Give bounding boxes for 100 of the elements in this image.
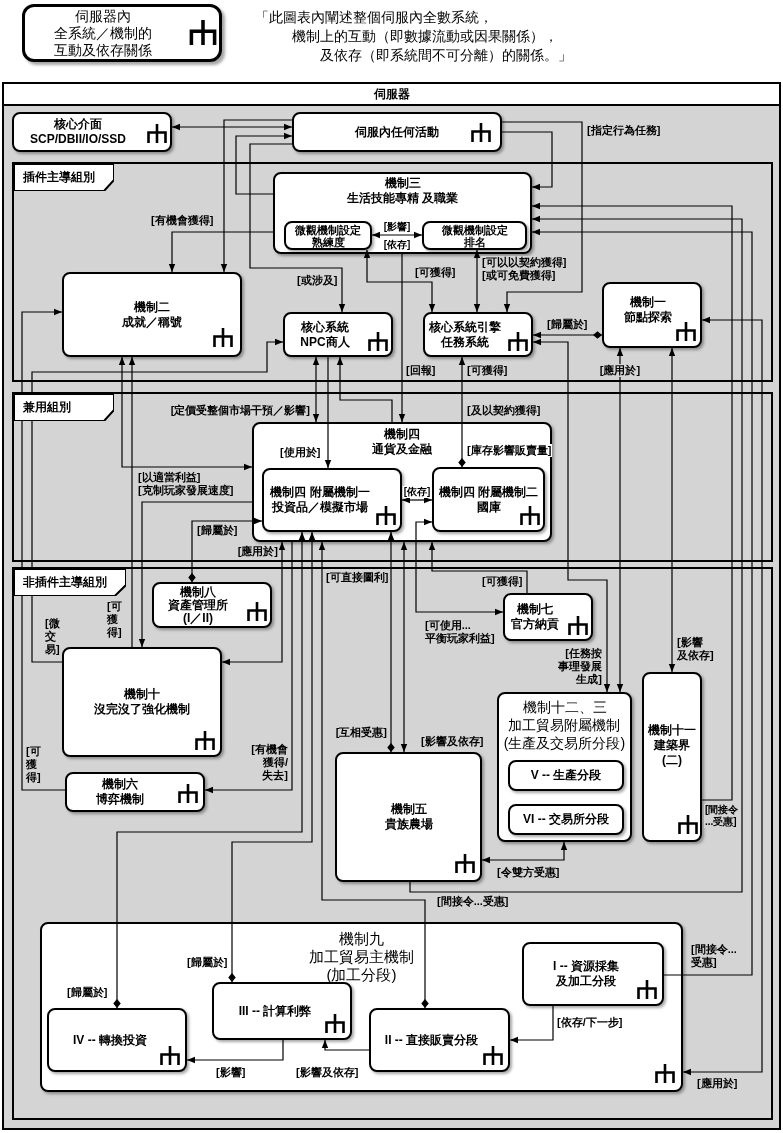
double-arrow [473, 249, 481, 313]
node-text: NPC商人 [300, 334, 350, 350]
container-box [40, 922, 683, 1092]
note-text: [及以契約獲得] [466, 404, 542, 417]
node-title: 機制十一 [648, 722, 696, 738]
arrow [138, 501, 253, 648]
double-arrow [682, 316, 763, 1076]
arrow [458, 356, 466, 468]
edge-label: [令雙方受惠] [496, 866, 561, 879]
edge-label: [可獲得] [481, 575, 524, 588]
arrow [324, 356, 332, 469]
node-title: 機制九 [339, 930, 384, 948]
rounded-box [432, 467, 545, 532]
edge-label: [可獲得] [106, 600, 123, 639]
node-text: 資產管理所(I／II) [168, 598, 228, 625]
node-title: 機制六 [102, 777, 138, 792]
quote-text: 「此圖表內闡述整個伺服內全數系統，機制上的互動（即數據流動或因果關係），及依存（即系統間不可分離）的關係。」 [255, 8, 572, 65]
server-frame [2, 82, 781, 1130]
double-arrow [532, 338, 611, 693]
arrow [186, 1039, 284, 1064]
node-title: 機制五 [390, 802, 427, 817]
double-arrow [668, 347, 676, 673]
rounded-box [65, 772, 205, 812]
rounded-box [284, 221, 372, 250]
double-arrow [415, 518, 504, 616]
node-text: IV -- 轉換投資 [73, 1032, 147, 1048]
group-panel [12, 567, 773, 1120]
node-title: 核心系統引擎 [429, 319, 501, 335]
node-title: 核心介面 [54, 117, 102, 132]
edge-label: [以適當利益][克制玩家發展速度] [137, 471, 235, 497]
double-arrow [363, 249, 436, 313]
edge-label: [或涉及] [296, 274, 339, 287]
node-title: 機制十 [124, 687, 160, 702]
edge-label: [影響] [215, 1066, 247, 1079]
arrow [21, 308, 66, 791]
group-panel [12, 162, 773, 382]
double-arrow [400, 541, 408, 753]
node-text: SCP/DBII/IO/SSD [30, 132, 126, 147]
arrow [235, 132, 293, 195]
double-arrow [221, 541, 286, 666]
edge-label: [回報] [405, 364, 437, 377]
double-arrow [616, 347, 624, 693]
arrow [531, 202, 733, 801]
node-title: 機制四 附屬機制一 [270, 485, 370, 500]
edge-label: [指定行為任務] [586, 124, 662, 137]
rounded-box [508, 760, 624, 791]
edge-label: [可以以契約獲得][或可免費獲得] [481, 256, 568, 282]
arrow [220, 119, 293, 273]
node-text: VI -- 交易所分段 [523, 812, 609, 827]
group-tab: 插件主導組別 [14, 164, 114, 191]
node-title: 核心系統 [301, 319, 349, 335]
arrow [128, 356, 136, 648]
arrow [398, 253, 406, 423]
node-title: 機制十二、三 [522, 698, 607, 716]
edge-label: [歸屬於] [186, 956, 229, 969]
node-text: 伺服內任何活動 [355, 124, 439, 140]
node-text: 通貨及金融 [372, 442, 432, 457]
double-arrow [481, 841, 568, 864]
rounded-box [369, 1008, 510, 1072]
arrow [249, 143, 346, 313]
rounded-box [522, 942, 664, 1006]
arrow [501, 131, 553, 191]
rounded-box [292, 112, 502, 152]
rounded-box [62, 272, 242, 357]
arrow [387, 531, 395, 753]
node-text: 博弈機制 [96, 792, 144, 807]
group-tab: 兼用組別 [14, 394, 114, 421]
node-text: I -- 資源採集及加工分段 [553, 959, 619, 989]
node-text: 建築界(二) [654, 737, 690, 768]
double-arrow [118, 356, 253, 471]
edge-label: [定價受整個市場干預／影響] [169, 404, 311, 417]
node-title: 微觀機制設定 [295, 223, 361, 236]
arrow [113, 531, 306, 1009]
arrow [428, 541, 528, 594]
node-text: 沒完沒了強化機制 [94, 702, 190, 717]
rounded-box [212, 982, 352, 1040]
rounded-box [602, 282, 702, 348]
edge-label: [互相受惠] [334, 726, 388, 739]
node-text: 任務系統 [441, 334, 489, 350]
rounded-box [503, 593, 593, 641]
arrow [531, 228, 753, 976]
rounded-box [423, 312, 533, 357]
arrow [318, 541, 429, 1009]
node-title: 機制八 [180, 585, 216, 599]
arrow [336, 356, 393, 423]
rounded-box [642, 672, 702, 842]
arrow [509, 1005, 554, 1044]
node-text: II -- 直接販賣分段 [384, 1032, 479, 1048]
rounded-box [422, 221, 527, 250]
edge-label: [可使用...平衡玩家利益] [424, 619, 496, 645]
rounded-box [47, 1008, 187, 1072]
edge-label: [應用於] [598, 364, 642, 377]
container-box [497, 692, 632, 842]
node-text: 排名 [463, 235, 486, 248]
edge-label: [影響及依存] [295, 1066, 360, 1079]
edge-label: [應用於] [236, 545, 279, 558]
edge-label: [歸屬於] [196, 524, 239, 537]
node-text: 官方納貢 [511, 617, 559, 632]
node-title: 機制一 [630, 295, 666, 310]
note-text: [依存] [382, 239, 412, 251]
